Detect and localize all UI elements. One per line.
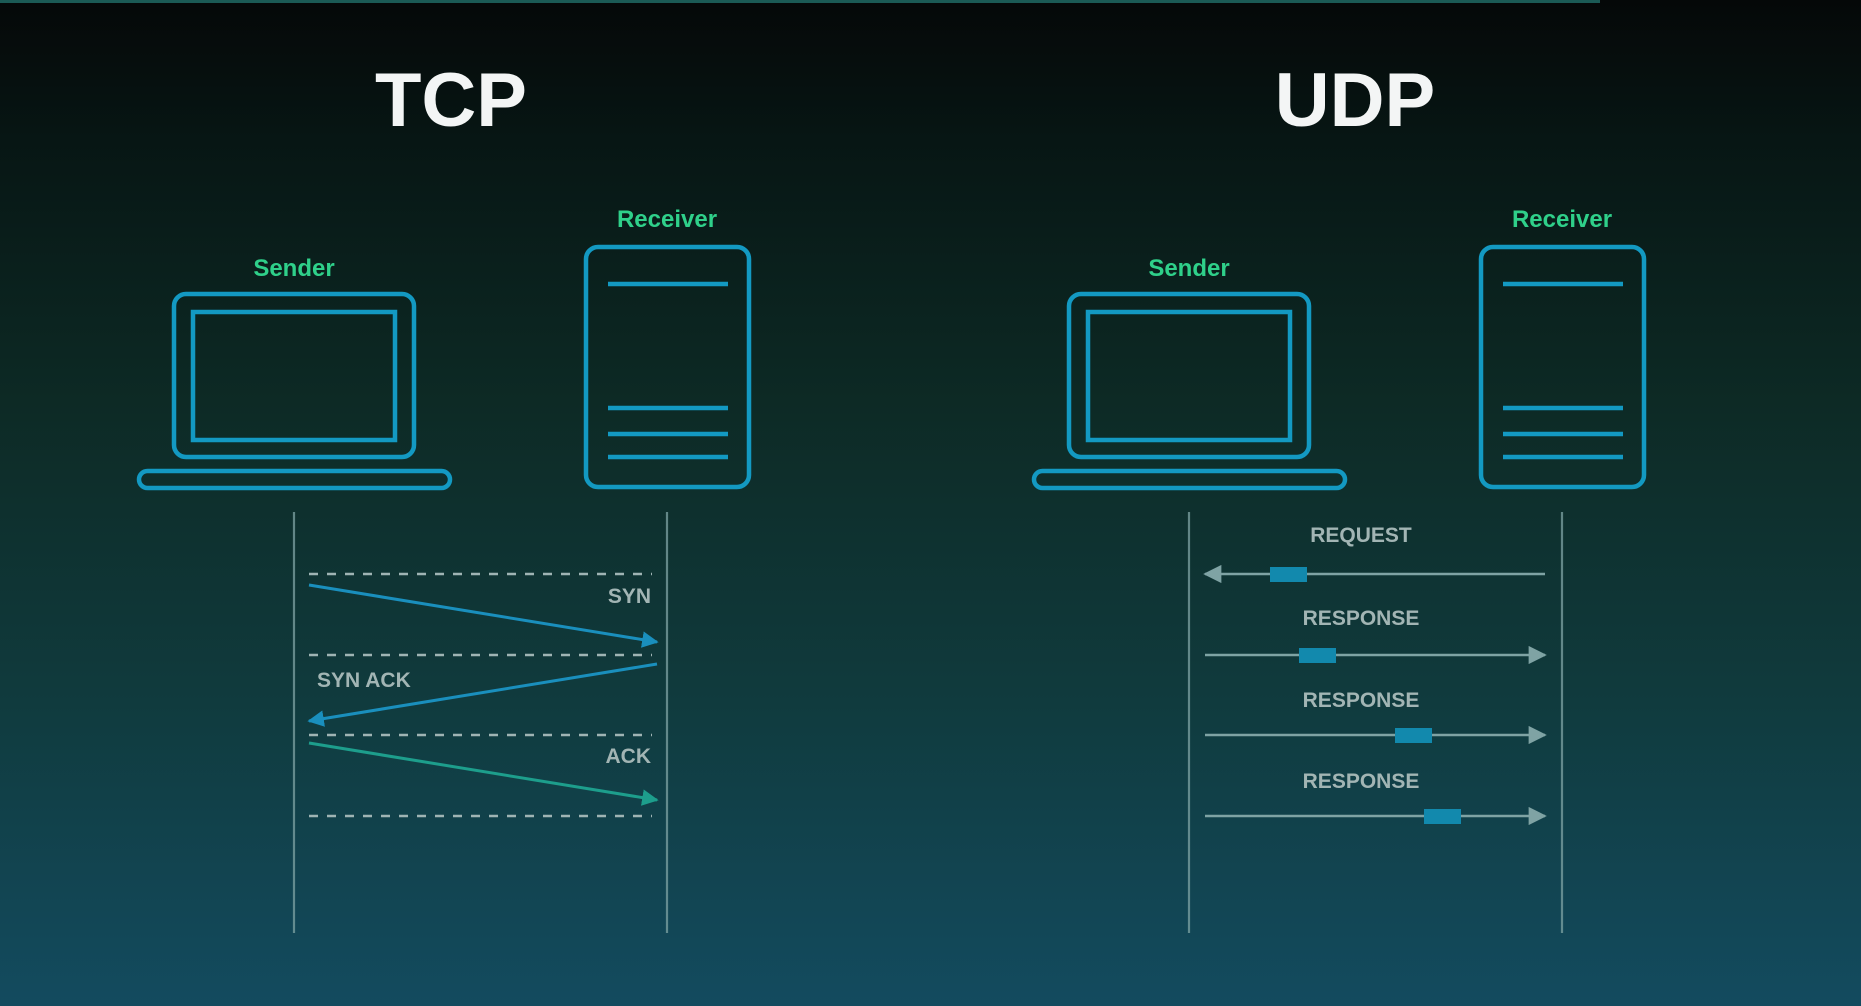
- udp-panel: UDP Receiver Sender REQUEST: [1031, 58, 1647, 933]
- udp-sender-label: Sender: [1148, 255, 1229, 282]
- udp-response-packet: [1395, 728, 1432, 743]
- tcp-sender-label: Sender: [253, 255, 334, 282]
- tcp-syn-ack-arrow: [307, 662, 658, 727]
- udp-response-packet: [1299, 648, 1336, 663]
- tcp-syn-label: SYN: [608, 585, 651, 608]
- udp-response-label: RESPONSE: [1303, 689, 1420, 712]
- udp-response-packet: [1424, 809, 1461, 824]
- tcp-panel: TCP Receiver Sender: [136, 58, 752, 933]
- udp-receiver-label: Receiver: [1512, 206, 1612, 233]
- udp-receiver-server-icon: [1478, 244, 1647, 490]
- tcp-receiver-server-icon: [583, 244, 752, 490]
- tcp-receiver-label: Receiver: [617, 206, 717, 233]
- tcp-syn-arrow: [308, 583, 659, 648]
- tcp-syn-ack-label: SYN ACK: [317, 669, 411, 692]
- tcp-title: TCP: [375, 58, 527, 143]
- udp-request-label: REQUEST: [1310, 524, 1412, 547]
- udp-response-label: RESPONSE: [1303, 770, 1420, 793]
- tcp-ack-label: ACK: [606, 745, 652, 768]
- top-border: [0, 0, 1600, 3]
- tcp-sender-laptop-icon: [136, 291, 453, 491]
- tcp-ack-arrow: [308, 741, 659, 806]
- udp-request-packet: [1270, 567, 1307, 582]
- udp-title: UDP: [1275, 58, 1435, 143]
- udp-response-label: RESPONSE: [1303, 607, 1420, 630]
- udp-sender-laptop-icon: [1031, 291, 1348, 491]
